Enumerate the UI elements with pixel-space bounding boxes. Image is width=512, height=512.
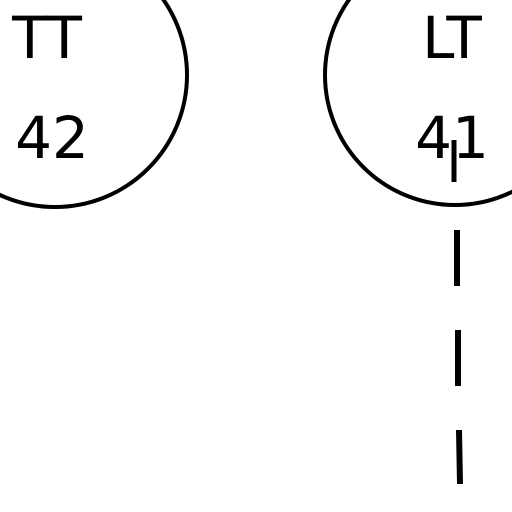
instrument-loop-number: 42 (15, 104, 89, 172)
signal-line-dash (456, 429, 463, 485)
instrument-function-code: TT (11, 4, 82, 72)
signal-line (451, 140, 463, 485)
instrument-circle (323, 0, 512, 207)
instrument-bubble-tt: TT 42 (0, 0, 189, 209)
instrument-circle (0, 0, 189, 209)
instrument-bubble-lt: LT 41 (323, 0, 512, 207)
instrument-function-code: LT (422, 4, 482, 72)
